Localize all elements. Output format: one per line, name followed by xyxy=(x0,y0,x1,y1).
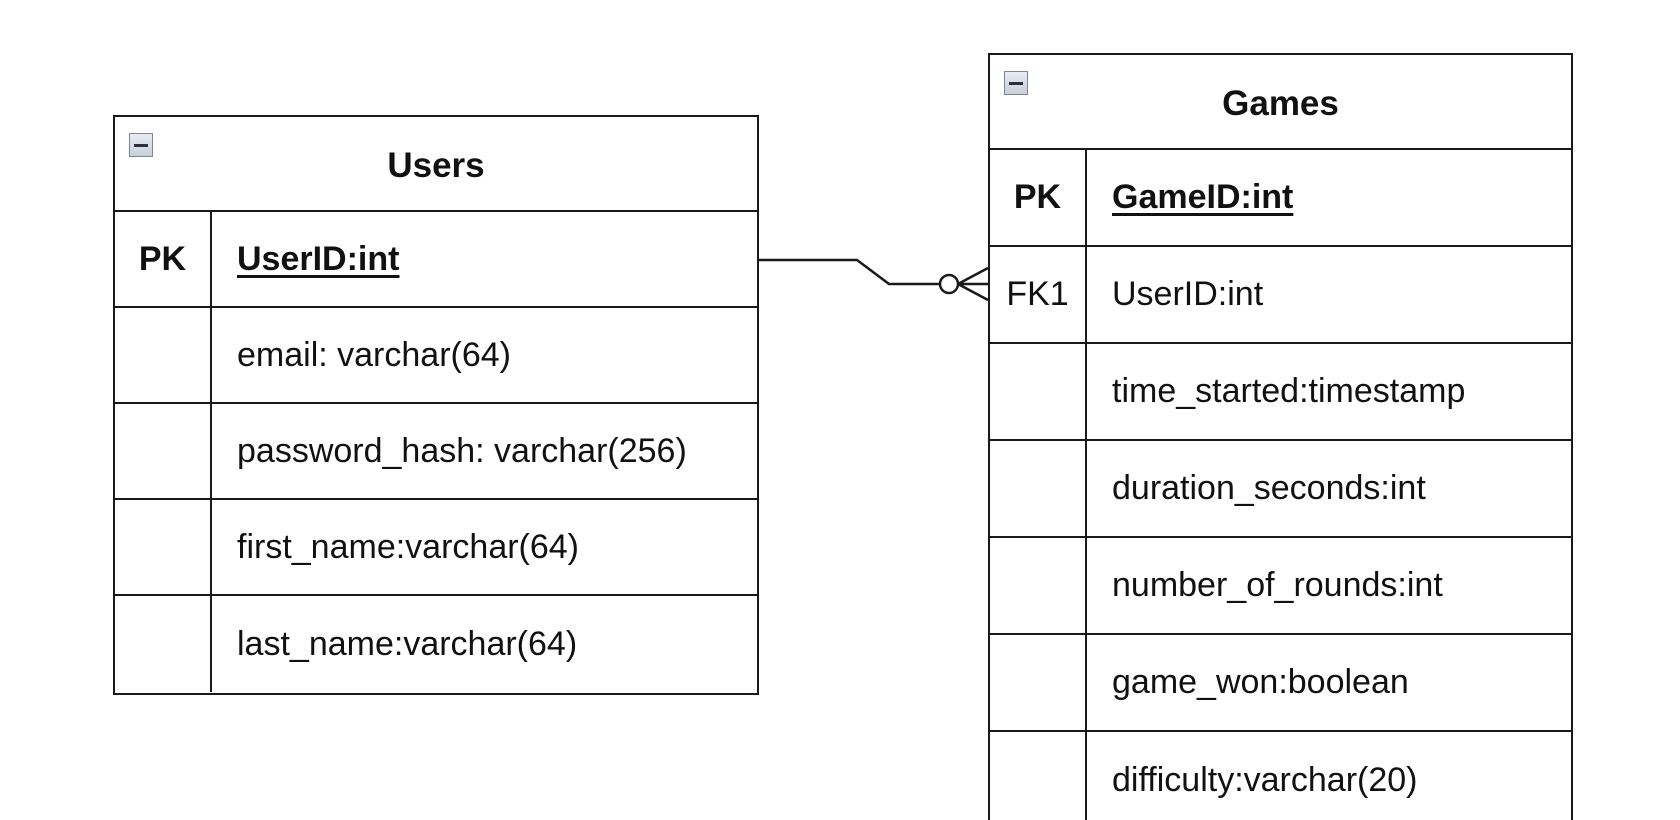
field-cell: time_started:timestamp xyxy=(1112,372,1466,410)
field-cell: UserID:int xyxy=(237,239,400,278)
users-row-password-hash[interactable]: password_hash: varchar(256) xyxy=(115,404,757,500)
users-row-email[interactable]: email: varchar(64) xyxy=(115,308,757,404)
field-cell: email: varchar(64) xyxy=(237,335,511,374)
games-row-number-of-rounds[interactable]: number_of_rounds:int xyxy=(990,538,1571,635)
users-row-userid[interactable]: PK UserID:int xyxy=(115,212,757,308)
key-cell xyxy=(115,596,212,692)
games-row-userid[interactable]: FK1 UserID:int xyxy=(990,247,1571,344)
field-cell: number_of_rounds:int xyxy=(1112,566,1443,604)
users-row-last-name[interactable]: last_name:varchar(64) xyxy=(115,596,757,692)
field-cell: UserID:int xyxy=(1112,275,1264,313)
key-cell: FK1 xyxy=(990,247,1087,342)
games-row-gameid[interactable]: PK GameID:int xyxy=(990,150,1571,247)
key-cell xyxy=(990,732,1087,820)
users-entity-title: Users xyxy=(387,146,485,185)
games-entity-header[interactable]: Games xyxy=(990,55,1571,150)
zero-optional-icon xyxy=(938,273,960,295)
key-cell: PK xyxy=(115,212,212,306)
field-cell: first_name:varchar(64) xyxy=(237,527,580,566)
key-cell: PK xyxy=(990,150,1087,245)
relationship-line[interactable] xyxy=(759,258,940,286)
games-row-duration-seconds[interactable]: duration_seconds:int xyxy=(990,441,1571,538)
users-entity-header[interactable]: Users xyxy=(115,117,757,212)
games-entity[interactable]: Games PK GameID:int FK1 UserID:int time_… xyxy=(988,53,1573,820)
field-cell: last_name:varchar(64) xyxy=(237,624,578,663)
minus-box-icon[interactable] xyxy=(129,133,153,157)
games-entity-title: Games xyxy=(1222,84,1339,123)
field-cell: duration_seconds:int xyxy=(1112,469,1426,507)
key-cell xyxy=(115,500,212,594)
games-row-time-started[interactable]: time_started:timestamp xyxy=(990,344,1571,441)
users-entity[interactable]: Users PK UserID:int email: varchar(64) p… xyxy=(113,115,759,695)
key-cell xyxy=(990,344,1087,439)
games-row-difficulty[interactable]: difficulty:varchar(20) xyxy=(990,732,1571,820)
key-cell xyxy=(990,538,1087,633)
field-cell: GameID:int xyxy=(1112,178,1294,216)
field-cell: difficulty:varchar(20) xyxy=(1112,761,1418,799)
field-cell: game_won:boolean xyxy=(1112,663,1409,701)
key-cell xyxy=(115,308,212,402)
key-cell xyxy=(990,441,1087,536)
minus-box-icon[interactable] xyxy=(1004,71,1028,95)
field-cell: password_hash: varchar(256) xyxy=(237,431,687,470)
key-cell xyxy=(115,404,212,498)
users-row-first-name[interactable]: first_name:varchar(64) xyxy=(115,500,757,596)
crows-foot-many-icon xyxy=(957,266,989,302)
key-cell xyxy=(990,635,1087,730)
games-row-game-won[interactable]: game_won:boolean xyxy=(990,635,1571,732)
